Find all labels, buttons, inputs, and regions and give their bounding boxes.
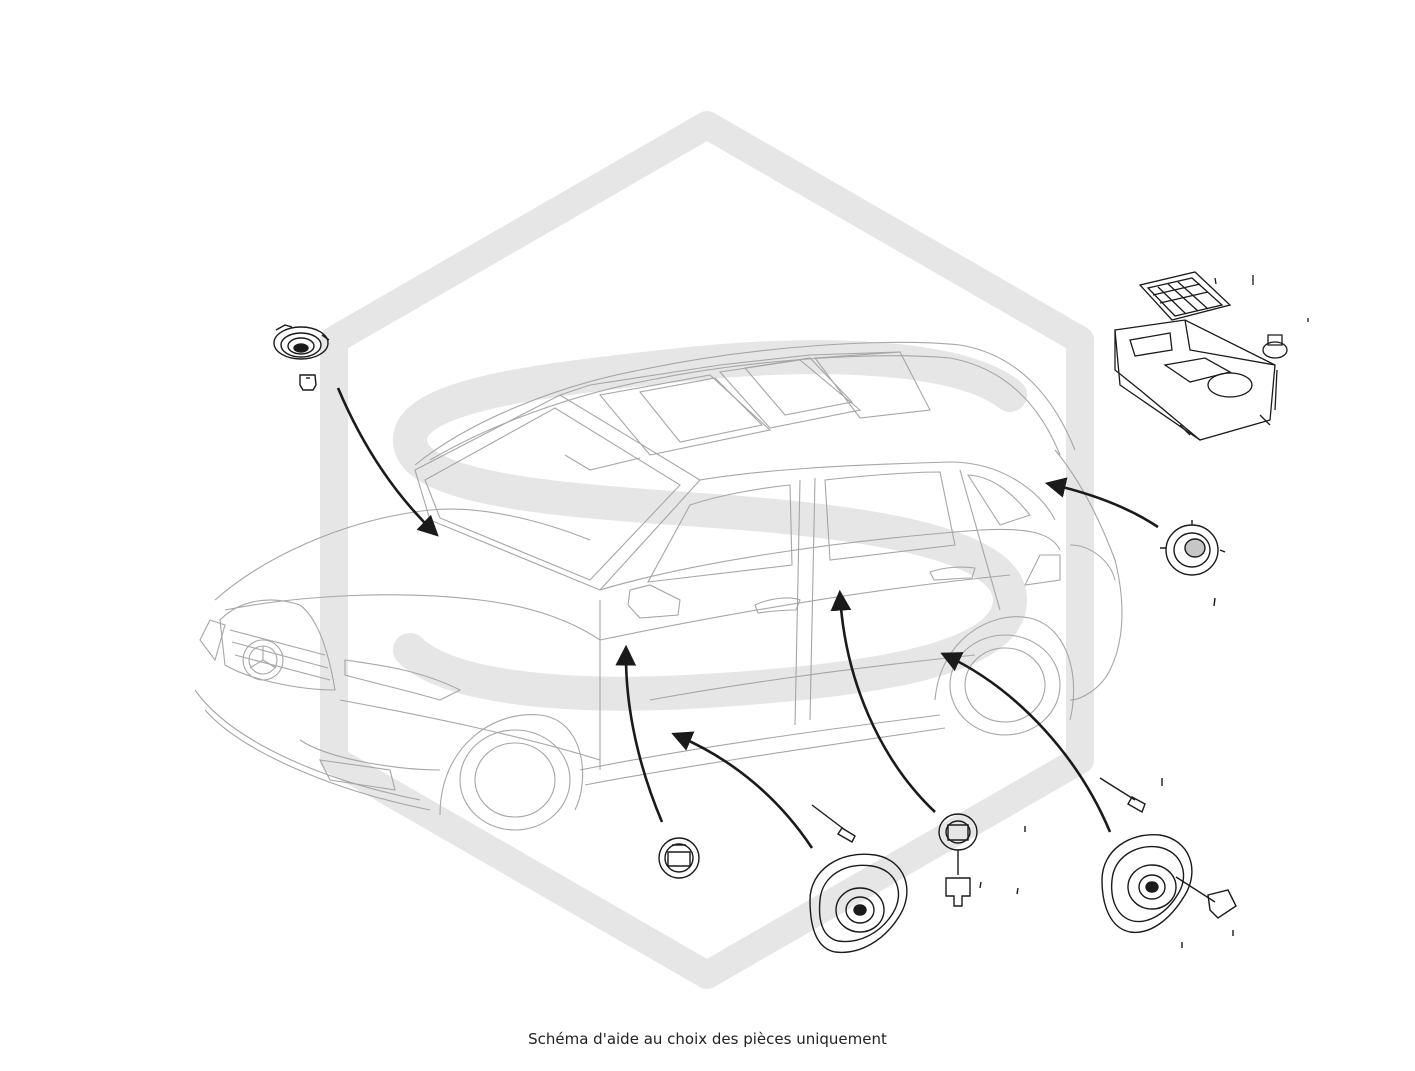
tweeter-speaker <box>273 324 330 391</box>
arrow-rear-door-woofer <box>940 652 1112 833</box>
callout-arrows <box>336 387 1159 849</box>
arrow-tweeter <box>336 387 439 537</box>
rear-door-tweeter <box>938 813 1026 907</box>
arrow-front-door-tweeter <box>615 644 664 823</box>
rear-speaker-round <box>1160 520 1226 607</box>
diagram-caption: Schéma d'aide au choix des pièces unique… <box>528 1030 887 1048</box>
front-door-woofer <box>809 804 908 954</box>
arrow-rear-speaker <box>1044 477 1159 529</box>
amplifier-module <box>1114 271 1309 441</box>
arrow-rear-door-tweeter <box>830 589 936 813</box>
rear-door-woofer <box>1099 777 1237 948</box>
car-outline <box>195 342 1122 830</box>
watermark-logo <box>320 111 1094 989</box>
front-door-tweeter <box>658 837 700 879</box>
arrow-front-door-woofer <box>671 731 814 849</box>
